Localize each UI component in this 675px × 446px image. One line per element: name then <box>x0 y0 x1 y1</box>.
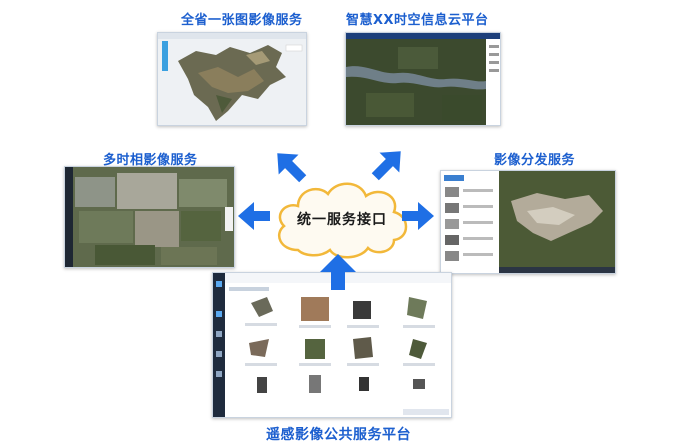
label-imagery-distribution: 影像分发服务 <box>494 153 576 168</box>
arrow-to-multitemporal <box>238 202 270 230</box>
label-provincial-imagery: 全省一张图影像服务 <box>181 13 303 28</box>
arrow-to-distribution <box>402 202 434 230</box>
cloud-label: 统一服务接口 <box>297 212 387 228</box>
arrow-to-provincial <box>277 153 307 183</box>
label-remote-sensing-platform: 遥感影像公共服务平台 <box>266 427 411 443</box>
screenshot-distribution-map <box>440 170 616 274</box>
arrow-from-remote-sensing <box>320 254 356 290</box>
screenshot-smart-cloud-platform <box>345 32 501 126</box>
arrow-to-smart-cloud <box>371 151 401 181</box>
label-multitemporal-imagery: 多时相影像服务 <box>103 153 198 168</box>
screenshot-multitemporal-map <box>64 166 235 268</box>
label-smart-cloud-platform: 智慧XX时空信息云平台 <box>346 13 489 28</box>
screenshot-remote-sensing-platform <box>212 272 452 418</box>
unified-service-cloud: 统一服务接口 <box>268 176 416 264</box>
cloud-shape <box>278 182 408 259</box>
screenshot-provincial-map <box>157 32 307 126</box>
